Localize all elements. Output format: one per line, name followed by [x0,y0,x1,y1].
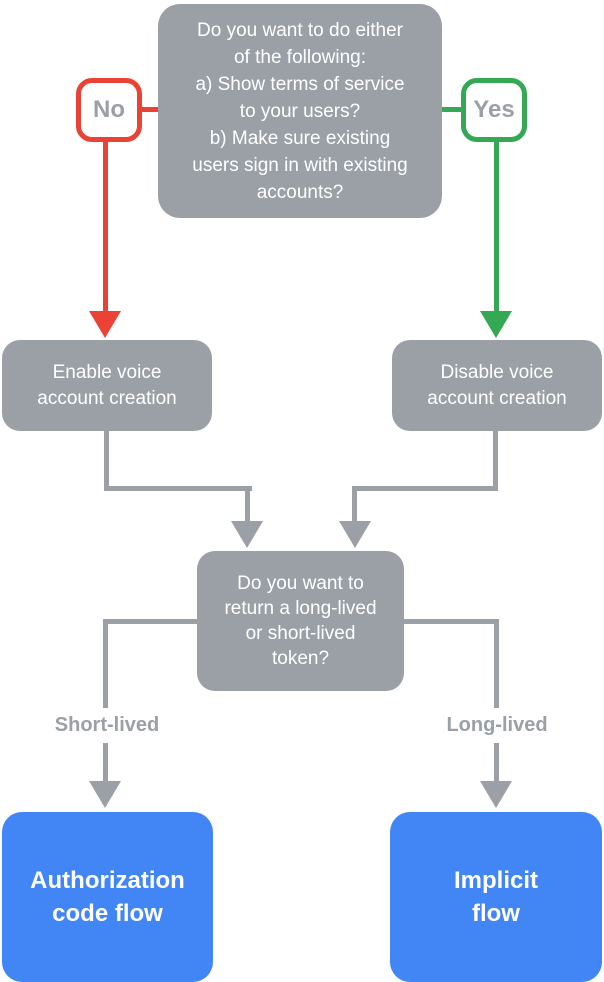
short-lived-branch-hline [103,619,199,624]
enable-connector-drop [245,486,250,524]
short-lived-label: Short-lived [22,708,192,743]
disable-connector-drop [352,486,357,524]
yes-branch-vline [494,140,499,314]
disable-connector-hline [352,486,498,491]
long-lived-branch-vline [494,619,499,783]
disable-connector-vline [493,430,498,491]
enable-voice-account-creation-node: Enable voice account creation [2,340,212,431]
yes-branch-hline [441,107,463,112]
authorization-code-flow-node: Authorization code flow [2,812,213,982]
no-branch-hline [140,107,160,112]
no-badge: No [76,78,142,142]
disable-connector-arrowhead-icon [339,521,371,548]
short-lived-branch-vline [103,619,108,783]
no-branch-arrowhead-icon [89,311,121,338]
enable-connector-vline [104,430,109,491]
no-branch-vline [103,140,108,314]
yes-branch-arrowhead-icon [480,311,512,338]
question-node-token-lifetime: Do you want to return a long-lived or sh… [197,551,404,691]
long-lived-arrowhead-icon [480,781,512,808]
short-lived-arrowhead-icon [89,781,121,808]
yes-badge: Yes [461,78,527,142]
question-node-terms-of-service: Do you want to do either of the followin… [158,4,442,218]
enable-connector-hline [104,486,252,491]
enable-connector-arrowhead-icon [231,521,263,548]
disable-voice-account-creation-node: Disable voice account creation [392,340,602,431]
long-lived-label: Long-lived [412,708,582,743]
long-lived-branch-hline [402,619,499,624]
implicit-flow-node: Implicit flow [390,812,602,982]
